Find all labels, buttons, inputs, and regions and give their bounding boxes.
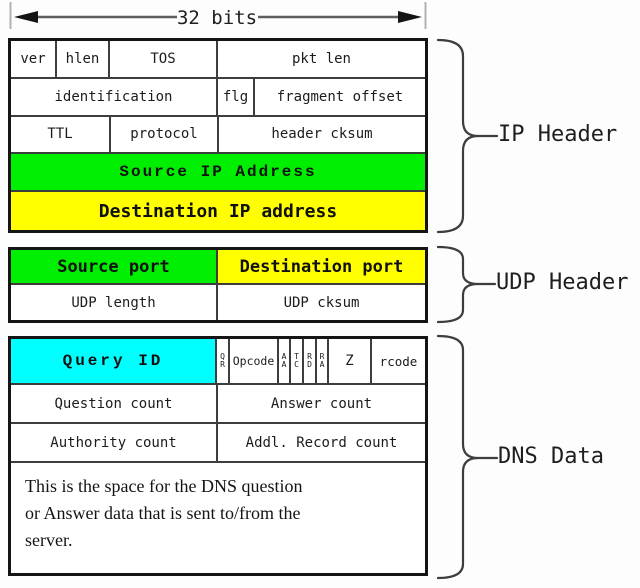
field-rd-flag: R D [304, 339, 317, 383]
field-rcode: rcode [379, 353, 418, 369]
field-answer-count: Answer count [270, 395, 373, 412]
udp-header-label: UDP Header [496, 270, 629, 295]
field-ttl: TTL [11, 116, 111, 153]
dns-data-label: DNS Data [498, 444, 604, 469]
field-pkt-len: pkt len [291, 50, 351, 67]
tc-top: T [294, 351, 299, 361]
field-ra-flag: R A [317, 339, 329, 383]
ip-row-5: Destination IP address [11, 192, 425, 230]
field-destination-port: Destination port [218, 250, 425, 283]
field-destination-ip-address: Destination IP address [11, 192, 425, 230]
field-z: Z [329, 339, 372, 383]
dns-text-line-2: or Answer data that is sent to/from the [25, 503, 301, 523]
aa-top: A [281, 351, 287, 361]
dns-text-line-3: server. [25, 530, 73, 550]
dns-row-4: This is the space for the DNS question o… [11, 463, 425, 573]
field-addl-record-count: Addl. Record count [245, 434, 398, 451]
dns-data-brace-icon [436, 334, 479, 580]
32-bits-arrow: 32 bits [9, 2, 427, 29]
field-protocol: protocol [111, 116, 219, 153]
field-flg: flg [218, 78, 255, 115]
rd-bottom: D [307, 360, 312, 369]
dns-row-2: Question count Answer count [11, 385, 425, 424]
ip-header-brace-icon [436, 38, 479, 234]
rd-top: R [307, 351, 312, 361]
ip-row-2: identification flg fragment offset [11, 78, 425, 117]
tc-bottom: C [294, 360, 299, 369]
ip-row-3: TTL protocol header cksum [11, 116, 425, 155]
udp-row-1: Source port Destination port [11, 250, 425, 285]
ra-top: R [319, 351, 325, 361]
qr-top: Q [220, 351, 225, 361]
field-ver: ver [11, 41, 57, 77]
udp-header-brace-icon [436, 245, 479, 324]
udp-row-2: UDP length UDP cksum [11, 285, 425, 320]
bits-width-label: 32 bits [177, 7, 257, 29]
dns-data-box: Query ID Q R Opcode A A T C R D R A Z [8, 336, 428, 576]
aa-bottom: A [281, 360, 287, 369]
field-qr-flag: Q R [217, 339, 230, 383]
field-udp-length: UDP length [11, 285, 218, 320]
field-fragment-offset: fragment offset [276, 88, 404, 105]
field-tos: TOS [110, 41, 218, 77]
ip-header-label: IP Header [498, 122, 618, 147]
ip-row-4: Source IP Address [11, 154, 425, 193]
ip-row-1: ver hlen TOS pkt len [11, 41, 425, 79]
dns-row-1: Query ID Q R Opcode A A T C R D R A Z [11, 339, 425, 385]
field-tc-flag: T C [291, 339, 304, 383]
field-authority-count: Authority count [11, 424, 218, 461]
field-opcode: Opcode [230, 339, 279, 383]
dns-question-answer-space: This is the space for the DNS question o… [11, 463, 425, 573]
arrowhead-right-icon [398, 11, 422, 23]
field-query-id: Query ID [11, 339, 217, 383]
field-question-count: Question count [11, 385, 218, 422]
ra-bottom: A [319, 360, 325, 369]
field-source-ip-address: Source IP Address [11, 154, 425, 191]
dns-row-3: Authority count Addl. Record count [11, 424, 425, 463]
udp-header-box: Source port Destination port UDP length … [8, 247, 428, 323]
field-hlen: hlen [57, 41, 110, 77]
qr-bottom: R [220, 360, 225, 369]
field-identification: identification [11, 78, 218, 115]
arrowhead-left-icon [14, 11, 38, 23]
field-udp-cksum: UDP cksum [283, 294, 360, 311]
dns-text-line-1: This is the space for the DNS question [25, 476, 303, 496]
ip-header-box: ver hlen TOS pkt len identification flg … [8, 38, 428, 233]
field-source-port: Source port [11, 250, 218, 283]
section-braces [436, 38, 499, 580]
field-header-cksum: header cksum [271, 126, 373, 143]
field-aa-flag: A A [279, 339, 291, 383]
